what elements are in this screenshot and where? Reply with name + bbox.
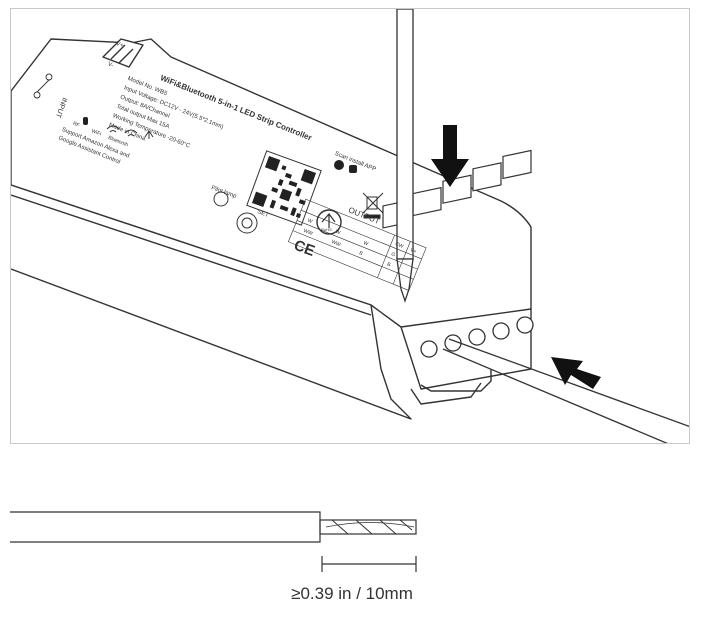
v-plus-label: V+ — [115, 41, 125, 50]
down-arrow — [431, 125, 469, 187]
terminal-ww-2: WW — [330, 239, 341, 248]
wifi-icons — [106, 125, 154, 139]
ce-mark: CE — [292, 237, 317, 260]
controller-body — [11, 38, 532, 420]
android-icon — [349, 165, 357, 173]
terminal-w-1: W — [307, 218, 314, 225]
terminal-b-2: B — [386, 262, 392, 269]
exposed-conductor — [319, 519, 417, 535]
terminal-table — [287, 198, 427, 291]
insert-arrow — [551, 357, 601, 389]
terminal-w-2: W — [334, 229, 341, 236]
screwdriver — [396, 9, 414, 304]
wire-holes — [420, 316, 534, 358]
terminal-b-1: B — [358, 250, 364, 257]
illustration-frame: WiFi&Bluetooth 5-in-1 LED Strip Controll… — [10, 8, 690, 444]
terminal-g-1: G — [390, 251, 396, 258]
terminal-cw-1: CW — [394, 241, 404, 250]
terminal-w-3: W — [362, 240, 369, 247]
input-polarity-icon — [33, 73, 53, 99]
inserted-wire — [442, 338, 689, 443]
rohs-badge — [316, 209, 342, 235]
set-label: SET — [256, 209, 269, 219]
voice-mic-icon — [83, 117, 88, 125]
weee-bin-icon — [362, 192, 384, 219]
radio-label-wifi: WiFi — [90, 128, 102, 137]
radio-label-rf: RF — [72, 121, 80, 129]
terminal-block — [382, 149, 532, 229]
stripped-wire-diagram — [10, 511, 417, 572]
strip-length-label: ≥0.39 in / 10mm — [291, 584, 413, 603]
rohs-label: RoHS — [321, 227, 332, 232]
terminal-ww-1: WW — [303, 228, 314, 237]
wire-insulation — [10, 511, 321, 543]
v-minus-label: V- — [107, 61, 115, 69]
pilot-lamp-indicator — [213, 191, 229, 207]
terminal-header-1: V+ — [409, 247, 417, 255]
apple-icon — [334, 160, 344, 170]
set-button — [236, 212, 258, 234]
